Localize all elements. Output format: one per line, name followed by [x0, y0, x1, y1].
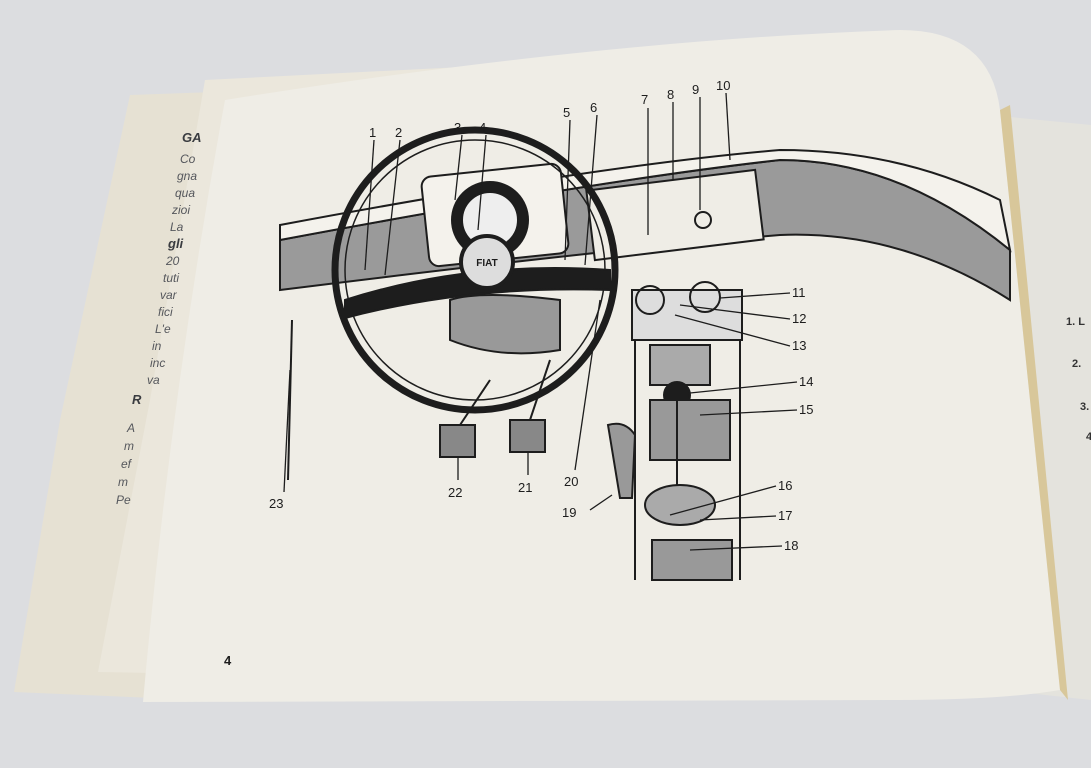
callout-19: 19 [562, 505, 576, 520]
svg-text:var: var [160, 288, 178, 302]
steering-spokes [344, 267, 611, 320]
svg-text:2.: 2. [1072, 358, 1081, 370]
svg-text:R: R [132, 392, 142, 407]
horn-logo: FIAT [476, 258, 497, 269]
callout-8: 8 [667, 87, 674, 102]
pedal-rod-21 [529, 359, 551, 421]
callout-9: 9 [692, 82, 699, 97]
svg-text:fici: fici [158, 305, 173, 319]
svg-text:La: La [170, 220, 184, 234]
svg-text:Pe: Pe [116, 493, 131, 507]
steering-wheel [331, 126, 619, 414]
svg-text:in: in [152, 339, 162, 353]
gauge-left [635, 285, 665, 315]
svg-text:zioi: zioi [171, 203, 190, 217]
glovebox [585, 168, 765, 262]
callout-18: 18 [784, 538, 798, 553]
svg-text:qua: qua [175, 186, 195, 200]
svg-text:gli: gli [167, 236, 184, 251]
callout-17: 17 [778, 508, 792, 523]
pedal-rod-22 [459, 379, 491, 426]
left-page-text: GA Co gna qua zioi La gli 20 tuti var fi… [116, 130, 202, 507]
tunnel [634, 339, 741, 580]
ignition-switch [694, 211, 712, 229]
svg-text:m: m [118, 475, 128, 489]
page-number: 4 [224, 653, 232, 668]
svg-text:4: 4 [1086, 431, 1091, 443]
callout-12: 12 [792, 311, 806, 326]
callout-14: 14 [799, 374, 813, 389]
callout-21: 21 [518, 480, 532, 495]
horn-button [459, 234, 515, 290]
svg-text:va: va [147, 373, 160, 387]
console-recess [649, 399, 731, 461]
lever-boot [644, 484, 716, 526]
main-page [143, 30, 1060, 702]
brake-pedal [509, 419, 546, 453]
svg-text:m: m [124, 439, 134, 453]
page-edge-shadow [1000, 105, 1068, 700]
callout-1: 1 [369, 125, 376, 140]
callout-5: 5 [563, 105, 570, 120]
callout-13: 13 [792, 338, 806, 353]
svg-text:A: A [126, 421, 135, 435]
callout-16: 16 [778, 478, 792, 493]
callout-labels: 1 2 3 4 5 6 7 8 9 10 11 12 13 14 15 16 1… [269, 78, 813, 553]
callout-3: 3 [454, 120, 461, 135]
callout-15: 15 [799, 402, 813, 417]
clutch-pedal [439, 424, 476, 458]
svg-text:1. L: 1. L [1066, 316, 1085, 328]
callout-22: 22 [448, 485, 462, 500]
accelerator-pedal [606, 422, 637, 499]
lever-base [651, 539, 733, 581]
svg-text:Co: Co [180, 152, 196, 166]
svg-text:20: 20 [165, 254, 180, 268]
svg-text:GA: GA [182, 130, 202, 145]
callout-10: 10 [716, 78, 730, 93]
dashboard-diagram [279, 126, 1012, 581]
callout-7: 7 [641, 92, 648, 107]
gauge-right [689, 281, 721, 313]
gear-boot [649, 344, 711, 386]
hand-lever-23 [287, 319, 293, 481]
svg-text:inc: inc [150, 356, 165, 370]
callout-2: 2 [395, 125, 402, 140]
callout-4: 4 [479, 120, 486, 135]
callout-23: 23 [269, 496, 283, 511]
svg-text:L'e: L'e [155, 322, 171, 336]
svg-text:3.: 3. [1080, 401, 1089, 413]
callout-leaders [283, 92, 798, 551]
svg-text:ef: ef [121, 457, 133, 471]
svg-text:tuti: tuti [163, 271, 179, 285]
callout-11: 11 [792, 285, 806, 300]
callout-20: 20 [564, 474, 578, 489]
steering-column [449, 294, 561, 355]
svg-text:gna: gna [177, 169, 197, 183]
callout-6: 6 [590, 100, 597, 115]
right-page-text: 1. L 2. 3. 4 [1066, 316, 1091, 443]
